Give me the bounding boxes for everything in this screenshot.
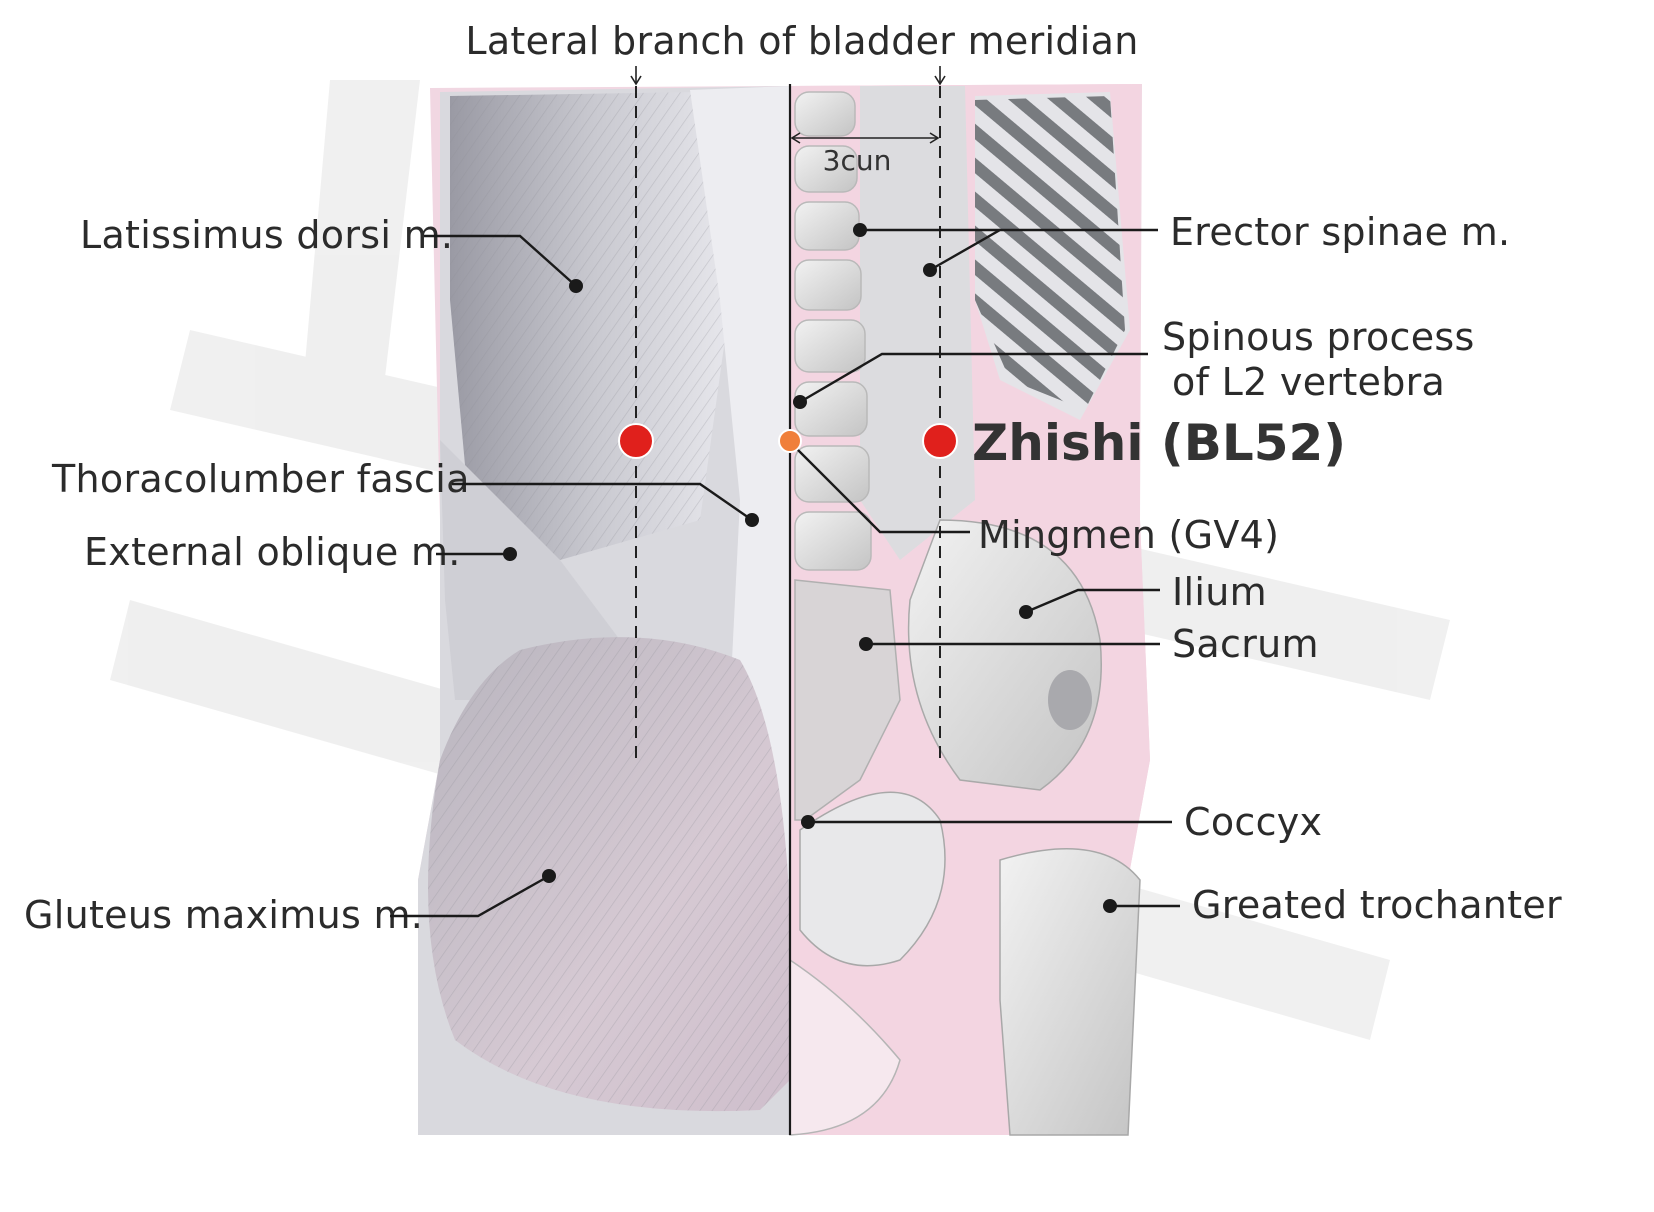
label-spinous-process-line2: of L2 vertebra (1172, 360, 1445, 404)
label-sacrum: Sacrum (1172, 622, 1319, 666)
leader-latissimus-dorsi (424, 234, 577, 287)
mingmen-point (778, 429, 802, 453)
label-gluteus-maximus: Gluteus maximus m. (24, 893, 423, 937)
zhishi-point-left (618, 423, 654, 459)
femur-bone (999, 848, 1141, 1136)
leader-mingmen (789, 441, 970, 534)
ribs (975, 96, 1125, 410)
leader-ilium (1025, 588, 1160, 614)
marker-erector-spinae-2 (853, 223, 867, 237)
marker-spinous-process (793, 395, 807, 409)
ilium-bone (907, 519, 1102, 791)
label-spinous-process-line1: Spinous process (1162, 315, 1475, 359)
leader-thoracolumbar-fascia (452, 482, 753, 521)
lumbar-spine (794, 91, 872, 571)
marker-erector-spinae-1 (923, 263, 937, 277)
marker-sacrum (859, 637, 873, 651)
acupoint-title: Zhishi (BL52) (972, 414, 1346, 472)
distance-marker (790, 132, 940, 144)
marker-latissimus-dorsi (569, 279, 583, 293)
marker-external-oblique (503, 547, 517, 561)
label-ilium: Ilium (1172, 570, 1267, 614)
leader-spinous-process (799, 352, 1148, 404)
label-greater-trochanter: Greated trochanter (1192, 883, 1562, 927)
leader-gluteus-maximus (390, 874, 550, 918)
marker-ilium (1019, 605, 1033, 619)
label-erector-spinae: Erector spinae m. (1170, 210, 1510, 254)
label-latissimus-dorsi: Latissimus dorsi m. (80, 213, 453, 257)
external-oblique-muscle (440, 440, 620, 700)
label-mingmen: Mingmen (GV4) (978, 513, 1279, 557)
marker-coccyx (801, 815, 815, 829)
marker-thoracolumbar-fascia (745, 513, 759, 527)
label-coccyx: Coccyx (1184, 800, 1322, 844)
pelvic-ring (799, 791, 946, 967)
thoracolumbar-fascia (690, 86, 790, 880)
meridian-arrows (630, 66, 946, 86)
meridian-title: Lateral branch of bladder meridian (465, 19, 1138, 63)
torso-silhouette (418, 84, 1150, 1136)
zhishi-point-right (922, 423, 958, 459)
label-external-oblique: External oblique m. (84, 530, 461, 574)
label-thoracolumbar-fascia: Thoracolumber fascia (51, 457, 470, 501)
marker-gluteus-maximus (542, 869, 556, 883)
sacrum-bone (794, 579, 901, 821)
marker-greater-trochanter (1103, 899, 1117, 913)
distance-label: 3cun (823, 144, 892, 177)
